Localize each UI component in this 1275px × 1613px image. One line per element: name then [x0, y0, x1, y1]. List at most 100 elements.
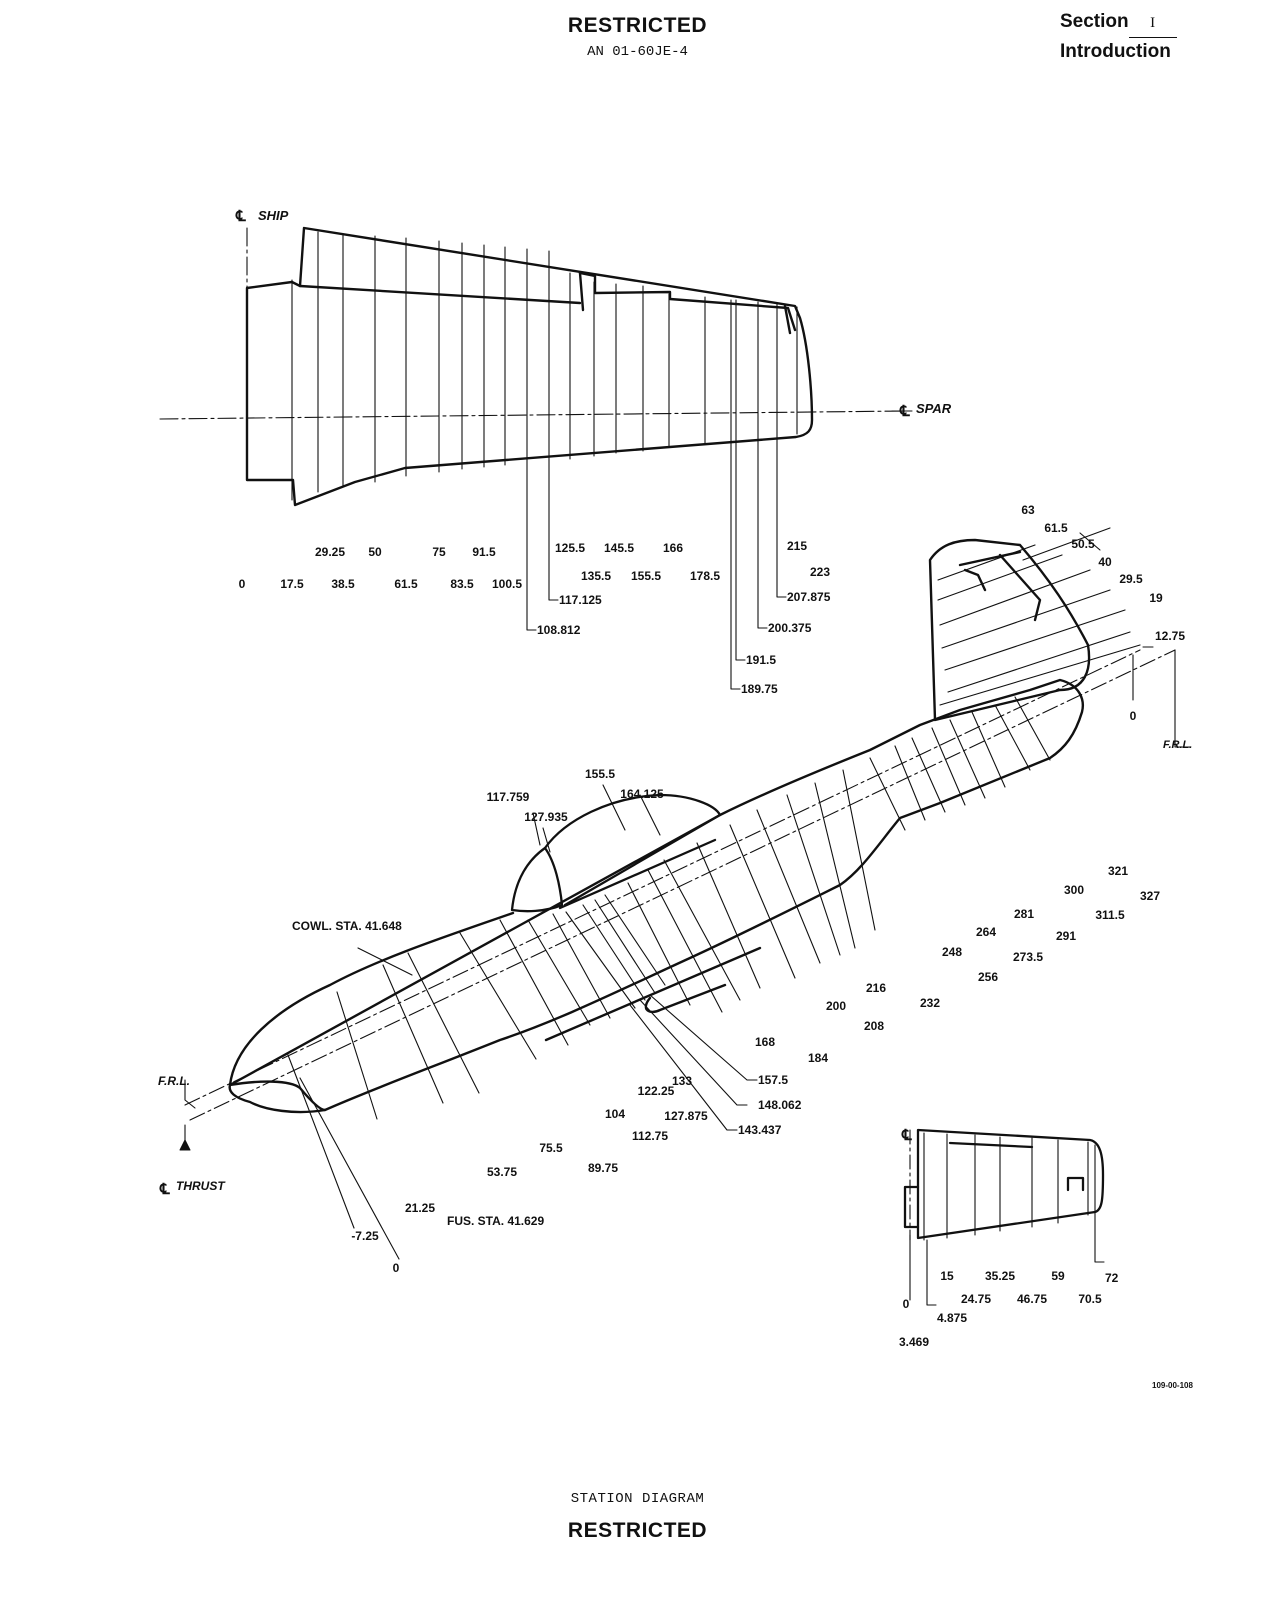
wing-station: 117.125 — [559, 593, 602, 607]
wing-station: 155.5 — [631, 569, 661, 583]
stabilizer-station: 4.875 — [937, 1311, 967, 1325]
cowl-station-label: COWL. STA. 41.648 — [292, 919, 402, 933]
fuselage-station: 117.759 — [487, 790, 530, 804]
wing-station-labels: 0 17.5 29.25 38.5 50 61.5 75 83.5 91.5 1… — [239, 539, 831, 696]
fuselage-station: 291 — [1056, 929, 1076, 943]
stabilizer-station: 3.469 — [899, 1335, 929, 1349]
wing-station: 61.5 — [394, 577, 418, 591]
wing-station: 207.875 — [787, 590, 831, 604]
fuselage-station: 75.5 — [539, 1141, 563, 1155]
section-label: Section — [1060, 11, 1129, 32]
fuselage-station: 89.75 — [588, 1161, 618, 1175]
wing-station: 189.75 — [741, 682, 778, 696]
fuselage-station: 143.437 — [738, 1123, 782, 1137]
fuselage-station: -7.25 — [351, 1229, 379, 1243]
stabilizer-station: 72 — [1105, 1271, 1119, 1285]
fin-frl-label: F.R.L. — [1163, 739, 1192, 751]
stabilizer-station: 70.5 — [1078, 1292, 1102, 1306]
wing-ship-label: SHIP — [258, 208, 289, 223]
fuselage-station: 281 — [1014, 907, 1034, 921]
wing-station: 38.5 — [331, 577, 355, 591]
fuselage-station: 232 — [920, 996, 940, 1010]
drawing-reference-number: 109-00-108 — [1152, 1381, 1193, 1390]
stabilizer-station: 35.25 — [985, 1269, 1015, 1283]
thrust-label: THRUST — [176, 1179, 226, 1193]
fin-station: 0 — [1130, 709, 1137, 723]
fuselage-station: 53.75 — [487, 1165, 517, 1179]
wing-planform — [159, 226, 913, 690]
fuselage-station: 327 — [1140, 889, 1160, 903]
centerline-symbol-ship: ℄ — [235, 208, 246, 225]
fuselage-station: 148.062 — [758, 1098, 802, 1112]
wing-station: 91.5 — [472, 545, 496, 559]
frl-label: F.R.L. — [158, 1074, 190, 1088]
wing-station: 135.5 — [581, 569, 611, 583]
fuselage-station: 127.935 — [524, 810, 568, 824]
fuselage-bottom-station-labels: -7.25 0 21.25 53.75 75.5 89.75 104 112.7… — [351, 864, 1160, 1275]
wing-station: 215 — [787, 539, 807, 553]
wing-station: 17.5 — [280, 577, 304, 591]
fuselage-station: 248 — [942, 945, 962, 959]
stabilizer-station: 24.75 — [961, 1292, 991, 1306]
wing-station: 100.5 — [492, 577, 522, 591]
wing-station: 145.5 — [604, 541, 634, 555]
fuselage-station: 122.25 — [638, 1084, 675, 1098]
centerline-symbol-spar: ℄ — [899, 403, 910, 420]
fuselage-station: 0 — [393, 1261, 400, 1275]
fuselage-station-reference-label: FUS. STA. 41.629 — [447, 1214, 544, 1228]
stabilizer-station: 59 — [1051, 1269, 1065, 1283]
stabilizer-planform — [903, 1128, 1105, 1306]
fin-station: 12.75 — [1155, 629, 1185, 643]
classification-header: RESTRICTED — [567, 14, 708, 37]
wing-station: 166 — [663, 541, 683, 555]
wing-spar-label: SPAR — [916, 401, 952, 416]
fin-station-labels: 63 61.5 50.5 40 29.5 19 12.75 0 — [1021, 503, 1185, 723]
fuselage-station: 133 — [672, 1074, 692, 1088]
fuselage-station: 208 — [864, 1019, 884, 1033]
fuselage-station: 300 — [1064, 883, 1084, 897]
section-number: I — [1128, 10, 1177, 38]
document-number: AN 01-60JE-4 — [587, 44, 688, 60]
wing-station: 50 — [368, 545, 382, 559]
fin-station: 29.5 — [1119, 572, 1143, 586]
fin-station: 63 — [1021, 503, 1035, 517]
centerline-symbol-stabilizer: ℄ — [901, 1127, 912, 1144]
fin-station: 19 — [1149, 591, 1163, 605]
wing-station: 83.5 — [450, 577, 474, 591]
fuselage-station: 184 — [808, 1051, 828, 1065]
wing-station: 108.812 — [537, 623, 581, 637]
fuselage-station: 157.5 — [758, 1073, 788, 1087]
fuselage-station: 311.5 — [1095, 908, 1125, 922]
fuselage-station: 200 — [826, 999, 846, 1013]
figure-caption: STATION DIAGRAM — [570, 1491, 705, 1507]
wing-station: 0 — [239, 577, 246, 591]
stabilizer-station: 0 — [903, 1297, 910, 1311]
fuselage-station: 104 — [605, 1107, 625, 1121]
wing-station: 125.5 — [555, 541, 585, 555]
wing-station: 178.5 — [690, 569, 720, 583]
fuselage-station: 264 — [976, 925, 996, 939]
fuselage-station: 216 — [866, 981, 886, 995]
fuselage-station: 273.5 — [1013, 950, 1043, 964]
fin-station: 50.5 — [1071, 537, 1095, 551]
wing-station: 191.5 — [746, 653, 776, 667]
classification-footer: RESTRICTED — [567, 1519, 708, 1542]
fuselage-station: 168 — [755, 1035, 775, 1049]
fuselage-station: 164.125 — [620, 787, 664, 801]
wing-station: 200.375 — [768, 621, 812, 635]
fuselage-top-station-labels: 117.759 127.935 155.5 164.125 — [487, 767, 664, 824]
stabilizer-station: 15 — [940, 1269, 954, 1283]
fuselage-side-view — [179, 527, 1191, 1260]
stabilizer-station: 46.75 — [1017, 1292, 1047, 1306]
fuselage-station: 155.5 — [585, 767, 615, 781]
fin-station: 61.5 — [1044, 521, 1068, 535]
centerline-symbol-thrust: ℄ — [159, 1181, 170, 1198]
wing-station: 29.25 — [315, 545, 345, 559]
fuselage-station: 112.75 — [632, 1129, 668, 1143]
fin-station: 40 — [1098, 555, 1112, 569]
wing-station: 223 — [810, 565, 830, 579]
section-title: Introduction — [1060, 41, 1171, 62]
fuselage-station: 21.25 — [405, 1201, 435, 1215]
